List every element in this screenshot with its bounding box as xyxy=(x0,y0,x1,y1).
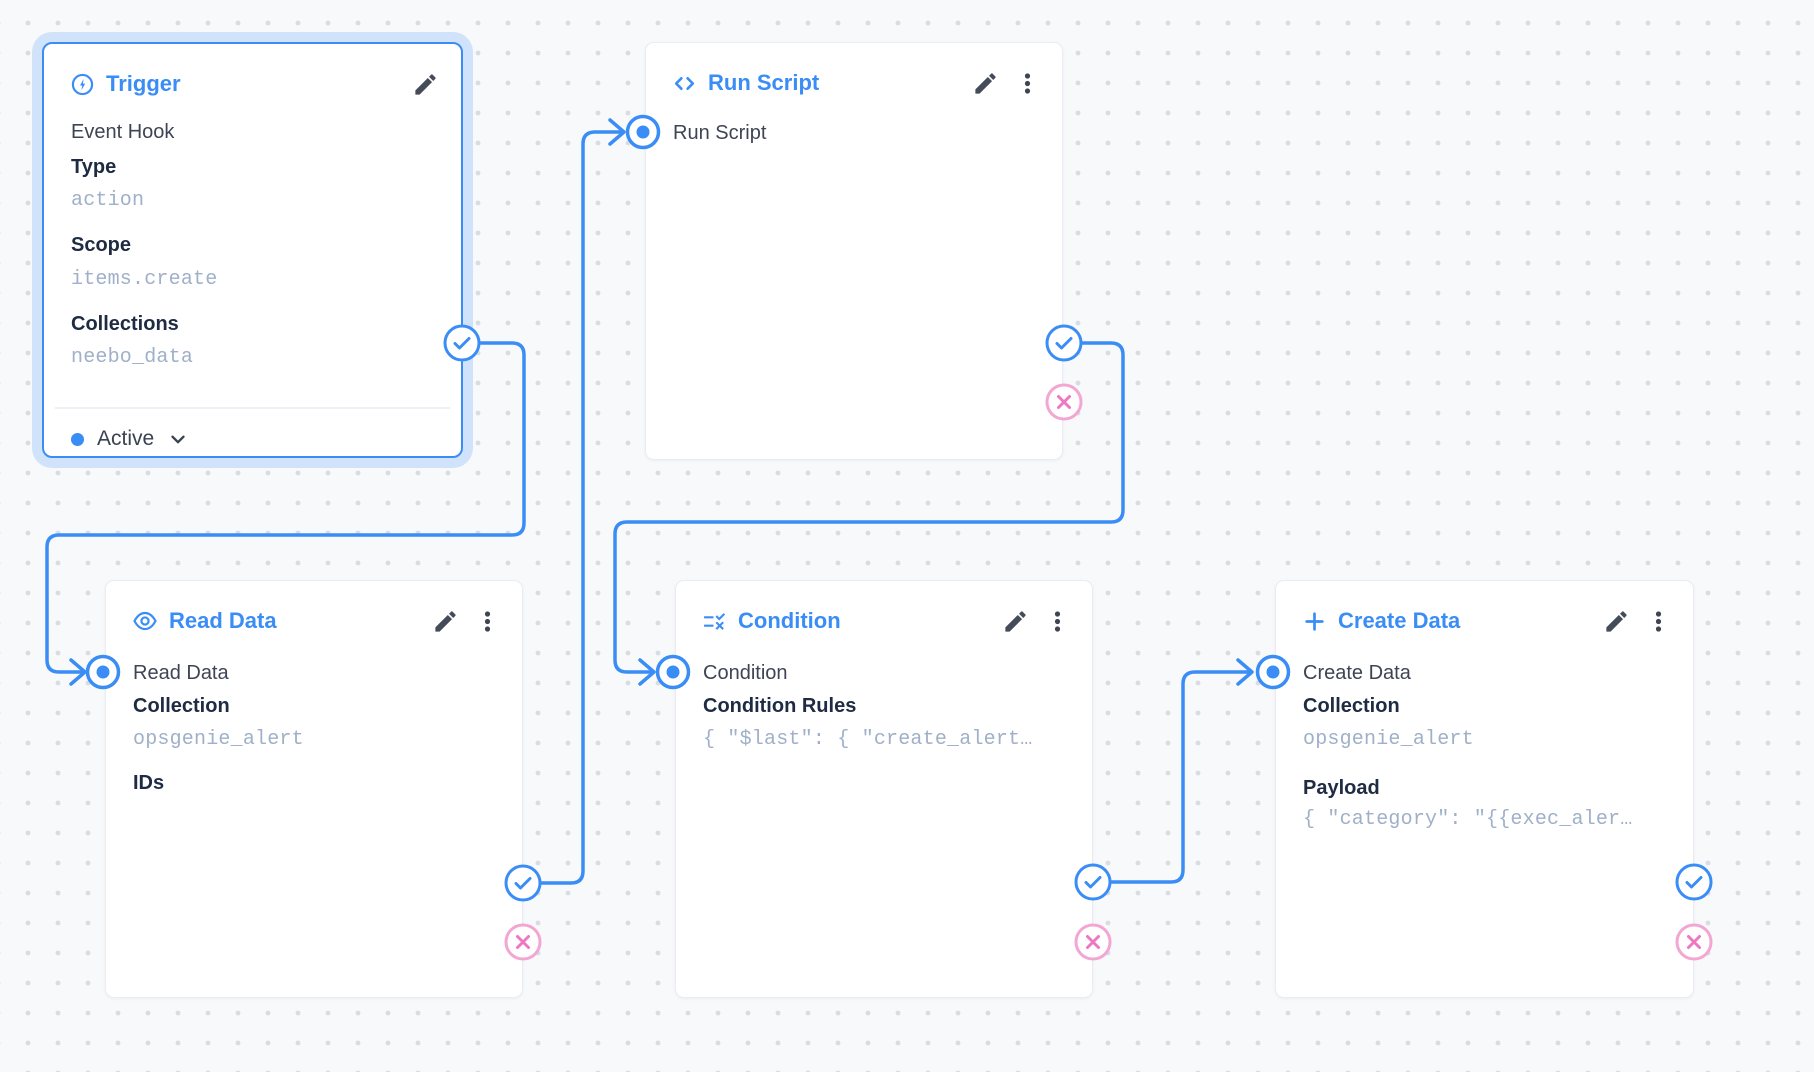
resolve-port-create-data[interactable] xyxy=(1675,863,1713,901)
chevron-down-icon xyxy=(167,428,189,450)
field-label: Condition Rules xyxy=(703,695,857,717)
node-title: Condition xyxy=(738,608,841,633)
status-dot xyxy=(71,432,84,446)
field-label: Collections xyxy=(71,313,179,335)
node-trigger[interactable]: Trigger Event Hook Type action Scope ite… xyxy=(42,42,463,458)
node-title: Trigger xyxy=(106,71,181,96)
field-value: { "category": "{{exec_aler… xyxy=(1303,808,1633,831)
node-condition[interactable]: Condition Condition Condition Rules { "$… xyxy=(675,580,1093,998)
input-port-label: Read Data xyxy=(133,662,229,684)
divider xyxy=(55,407,450,409)
reject-port-condition[interactable] xyxy=(1074,923,1112,961)
eye-icon xyxy=(132,608,158,634)
edit-icon[interactable] xyxy=(1603,608,1630,635)
resolve-port-trigger[interactable] xyxy=(443,324,481,362)
kebab-menu-icon[interactable] xyxy=(1646,609,1671,634)
reject-port-read-data[interactable] xyxy=(504,923,542,961)
trigger-subtitle: Event Hook xyxy=(71,121,175,143)
edit-icon[interactable] xyxy=(432,608,459,635)
field-label: Collection xyxy=(1303,695,1400,717)
create-data-header: Create Data xyxy=(1302,603,1671,639)
field-value: opsgenie_alert xyxy=(133,728,304,751)
trigger-status-toggle[interactable]: Active xyxy=(71,423,189,455)
status-label: Active xyxy=(97,427,155,450)
field-value: action xyxy=(71,189,145,212)
field-label: Type xyxy=(71,156,117,178)
input-port-label: Create Data xyxy=(1303,662,1411,684)
node-title: Create Data xyxy=(1338,608,1461,633)
kebab-menu-icon[interactable] xyxy=(1015,71,1040,96)
rule-icon xyxy=(702,609,727,634)
reject-port-run-script[interactable] xyxy=(1045,383,1083,421)
edit-icon[interactable] xyxy=(412,71,439,98)
field-label: Collection xyxy=(133,695,230,717)
input-port-condition[interactable] xyxy=(655,654,691,690)
field-value: { "$last": { "create_alert… xyxy=(703,728,1033,751)
input-port-read-data[interactable] xyxy=(85,654,121,690)
arrowhead-icon xyxy=(638,658,656,686)
read-data-header: Read Data xyxy=(132,603,500,639)
kebab-menu-icon[interactable] xyxy=(1045,609,1070,634)
edit-icon[interactable] xyxy=(972,70,999,97)
arrowhead-icon xyxy=(608,118,626,146)
wire-condition-to-create-data xyxy=(1108,670,1252,884)
trigger-header: Trigger xyxy=(70,66,439,102)
field-label: Scope xyxy=(71,234,132,256)
input-port-run-script[interactable] xyxy=(625,114,661,150)
field-label: IDs xyxy=(133,772,165,794)
node-title: Run Script xyxy=(708,70,820,95)
field-value: neebo_data xyxy=(71,346,194,369)
field-value: items.create xyxy=(71,268,218,291)
arrowhead-icon xyxy=(1236,658,1254,686)
reject-port-create-data[interactable] xyxy=(1675,923,1713,961)
node-title: Read Data xyxy=(169,608,277,633)
field-label: Payload xyxy=(1303,777,1380,799)
input-port-label: Condition xyxy=(703,662,788,684)
field-value: opsgenie_alert xyxy=(1303,728,1474,751)
plus-icon xyxy=(1302,609,1327,634)
arrowhead-icon xyxy=(69,658,87,686)
resolve-port-condition[interactable] xyxy=(1074,863,1112,901)
bolt-circle-icon xyxy=(70,72,95,97)
run-script-header: Run Script xyxy=(672,65,1040,101)
node-read-data[interactable]: Read Data Read Data Collection opsgenie_… xyxy=(105,580,523,998)
input-port-create-data[interactable] xyxy=(1255,654,1291,690)
input-port-label: Run Script xyxy=(673,122,767,144)
node-run-script[interactable]: Run Script Run Script xyxy=(645,42,1063,460)
node-create-data[interactable]: Create Data Create Data Collection opsge… xyxy=(1275,580,1694,998)
wire-read-data-to-run-script xyxy=(538,130,624,885)
condition-header: Condition xyxy=(702,603,1070,639)
resolve-port-read-data[interactable] xyxy=(504,864,542,902)
resolve-port-run-script[interactable] xyxy=(1045,324,1083,362)
kebab-menu-icon[interactable] xyxy=(475,609,500,634)
code-icon xyxy=(672,71,697,96)
edit-icon[interactable] xyxy=(1002,608,1029,635)
